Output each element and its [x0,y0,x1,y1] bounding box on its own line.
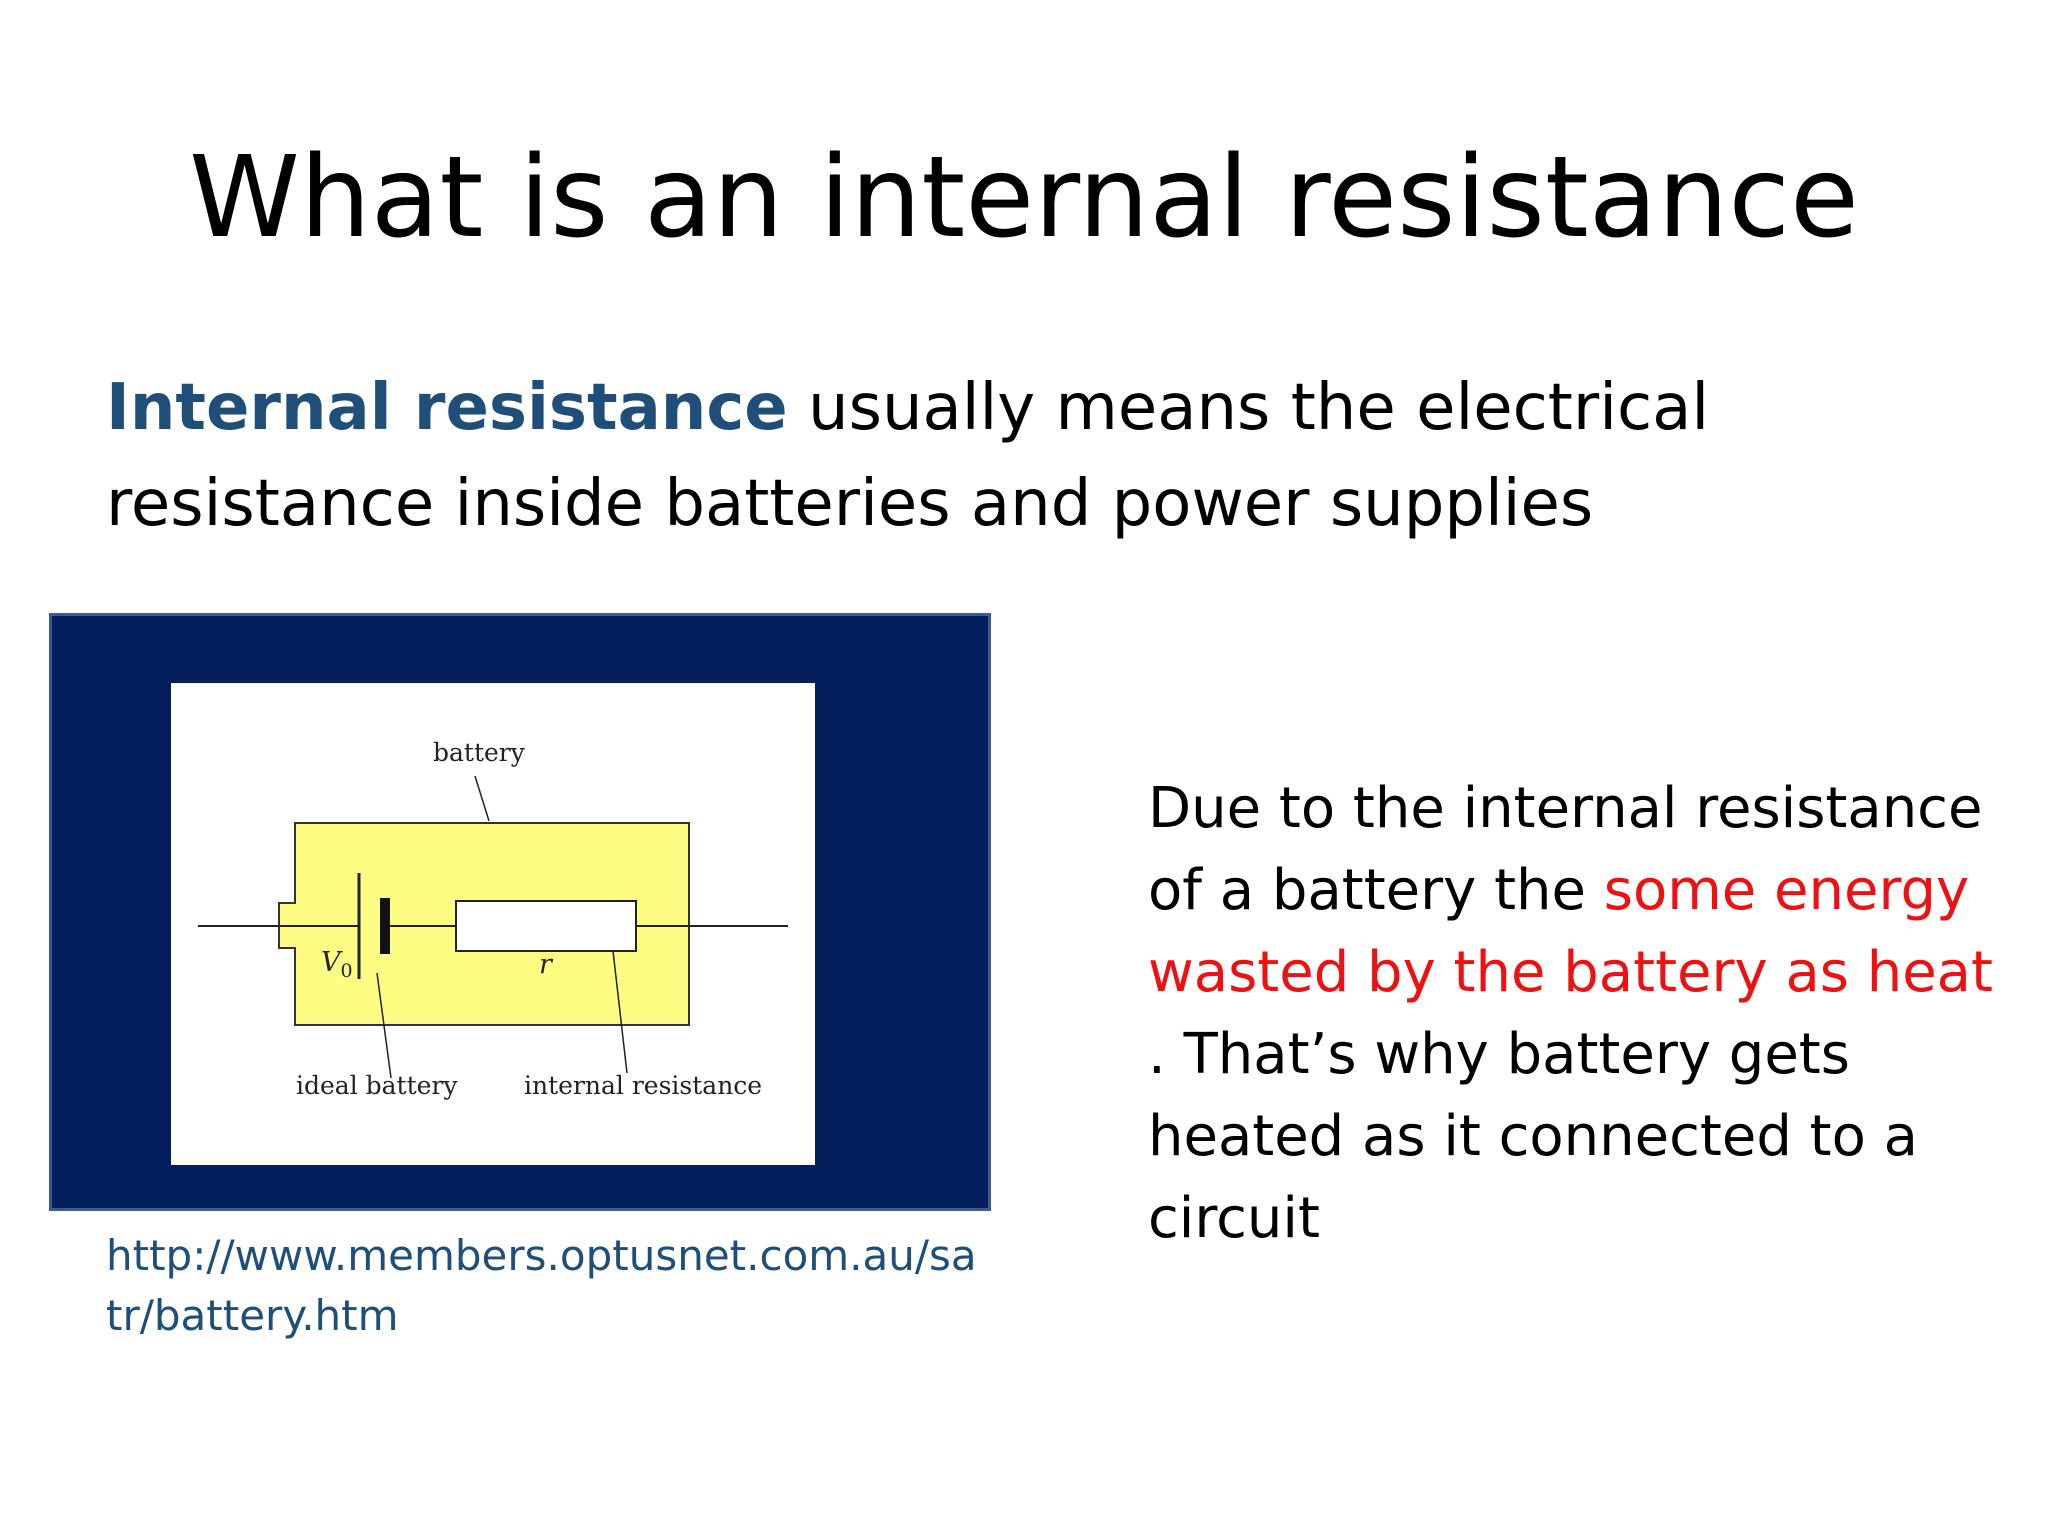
battery-label: battery [433,738,526,767]
internal-resistor [455,900,637,952]
explanation-text-end: . That’s why battery gets heated as it c… [1148,1022,1918,1251]
intro-text: usually means the electrical resistance … [106,371,1710,541]
battery-short-plate [380,898,390,954]
voltage-symbol: V [321,947,343,978]
source-link[interactable]: http://www.members.optusnet.com.au/satr/… [106,1231,977,1340]
explanation-paragraph: Due to the internal resistance of a batt… [1148,768,2028,1260]
intro-term: Internal resistance [106,371,788,445]
internal-resistance-pointer-line [612,950,628,1074]
resistance-symbol-label: r [539,949,554,980]
voltage-subscript: 0 [341,960,353,982]
battery-figure-frame: battery V0 r ideal battery internal resi… [49,613,991,1211]
battery-pointer-line [474,775,490,822]
slide-title: What is an internal resistance [189,133,1859,263]
battery-diagram-panel: battery V0 r ideal battery internal resi… [171,683,815,1165]
ideal-battery-label: ideal battery [296,1071,458,1100]
explanation-highlight: some energy wasted by the battery as hea… [1148,858,1993,1005]
intro-paragraph: Internal resistance usually means the el… [106,360,1756,552]
battery-circuit-diagram: battery V0 r ideal battery internal resi… [198,738,788,1100]
ideal-battery-pointer-line [376,972,392,1079]
explanation-text-start: Due to the internal resistance of a batt… [1148,776,1983,923]
voltage-label: V0 [321,947,353,982]
internal-resistance-label: internal resistance [524,1071,762,1100]
